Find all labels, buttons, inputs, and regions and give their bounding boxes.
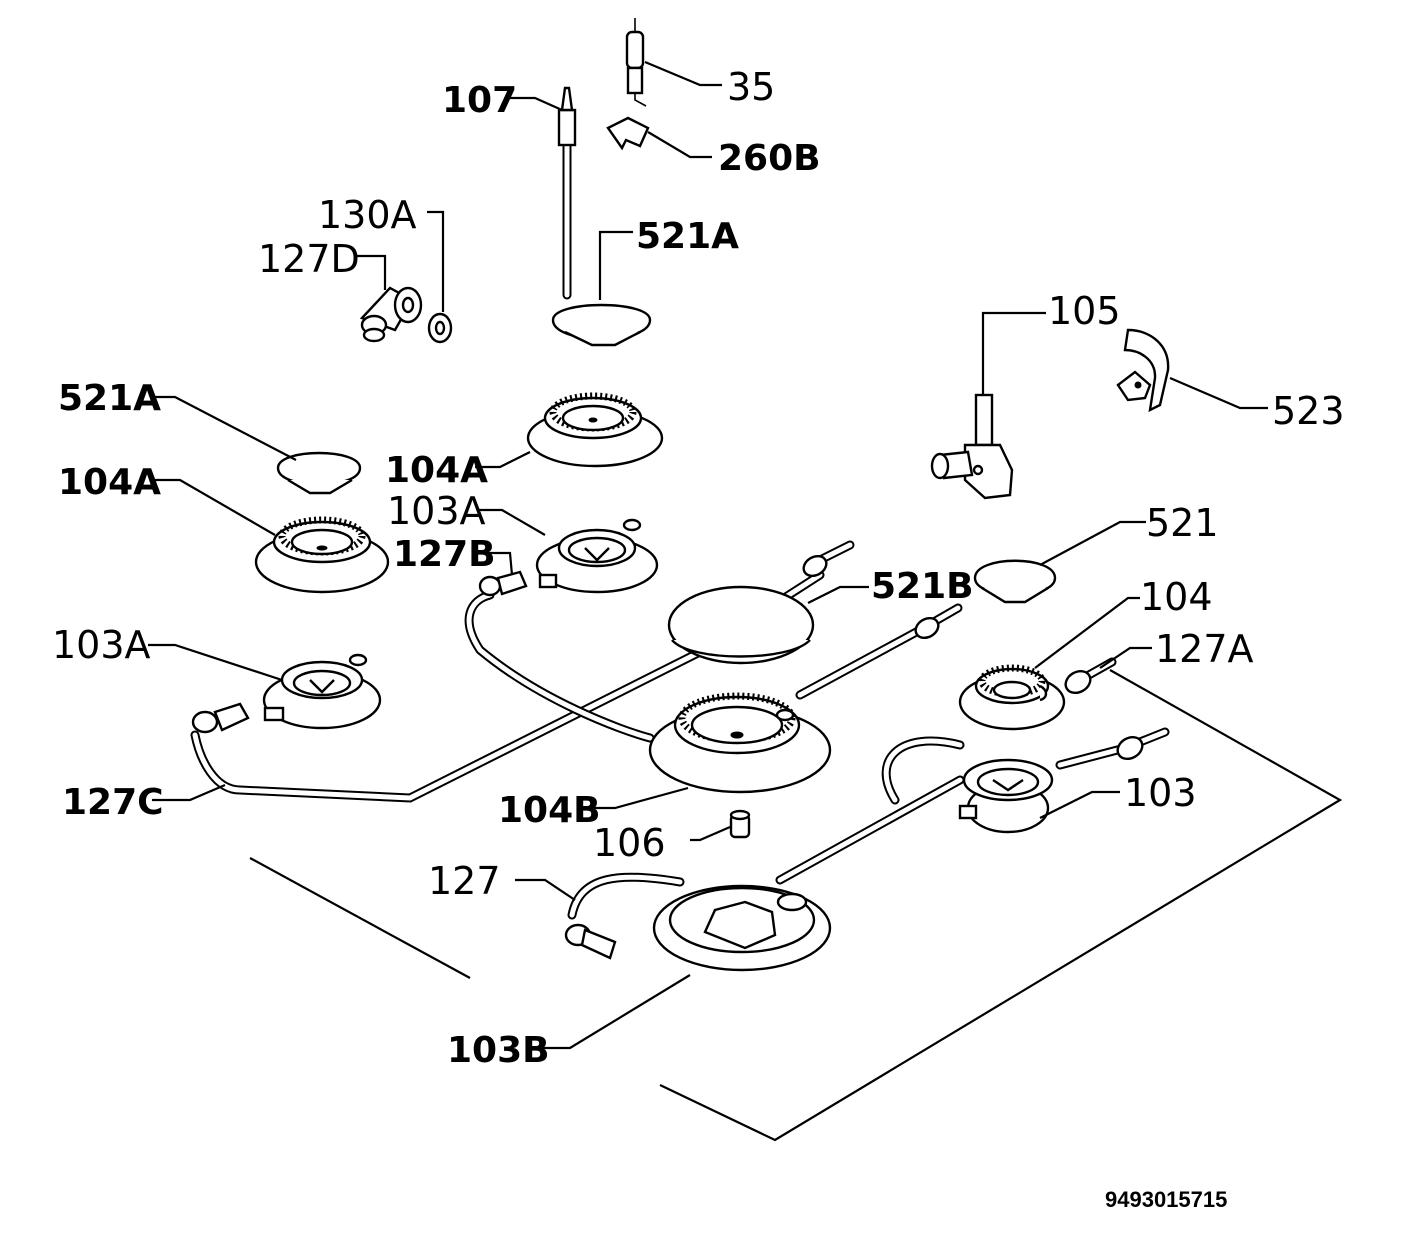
label-107: 107 [442, 80, 517, 121]
burner-head-104 [958, 664, 1066, 731]
fitting-103 [1116, 727, 1170, 761]
burner-base-103b [652, 884, 832, 972]
fitting-127c [191, 702, 250, 734]
injector-106 [729, 809, 751, 839]
burner-head-104a-left [254, 516, 390, 594]
clip-260b [606, 116, 650, 151]
label-103a-left: 103A [52, 623, 151, 667]
valve-105 [930, 393, 1014, 500]
label-521: 521 [1146, 501, 1219, 545]
cap-521 [973, 559, 1057, 604]
label-127a: 127A [1155, 627, 1254, 671]
label-106: 106 [593, 821, 666, 865]
fitting-521b-top [802, 540, 855, 578]
label-127b: 127B [393, 534, 496, 575]
elbow-127d [359, 286, 423, 343]
label-104a-left: 104A [58, 462, 161, 503]
burner-base-103a-left [262, 653, 382, 730]
label-127c: 127C [62, 782, 164, 823]
label-105: 105 [1048, 289, 1121, 333]
label-104b: 104B [498, 790, 601, 831]
label-521b: 521B [871, 566, 974, 607]
hob-outline [249, 669, 1343, 1142]
cap-521a-left [276, 451, 362, 495]
electrode-35 [625, 18, 647, 107]
document-code: 9493015715 [1105, 1187, 1227, 1212]
cap-521a-top [551, 303, 652, 347]
leader-lines [148, 60, 1268, 1050]
burner-base-103 [958, 758, 1054, 834]
label-130a: 130A [318, 193, 417, 237]
fitting-127a [1064, 657, 1117, 695]
label-260b: 260B [718, 138, 821, 179]
fitting-127b [478, 570, 528, 597]
fitting-127 [564, 923, 617, 960]
gas-pipes [190, 570, 1130, 920]
pipe-fittings [191, 540, 1170, 960]
label-35: 35 [727, 65, 775, 109]
burner-base-103a-center [535, 518, 659, 594]
label-127d: 127D [258, 237, 360, 281]
label-104: 104 [1140, 575, 1213, 619]
label-521a-left: 521A [58, 378, 161, 419]
bracket-523 [1116, 328, 1170, 413]
label-103b: 103B [447, 1030, 550, 1071]
label-523: 523 [1272, 389, 1345, 433]
burner-head-104a-top [526, 392, 664, 468]
label-104a-center: 104A [385, 450, 488, 491]
burner-head-104b [648, 692, 832, 794]
label-521a-top: 521A [636, 216, 739, 257]
washer-130a [427, 312, 453, 344]
label-103: 103 [1124, 771, 1197, 815]
label-103a-center: 103A [387, 489, 486, 533]
part-labels: 107 35 260B 130A 127D 521A 105 523 521A … [52, 65, 1345, 1071]
cap-521b [667, 585, 815, 665]
thermocouple-107 [557, 86, 577, 300]
label-127: 127 [428, 859, 501, 903]
fitting-521b-right [914, 603, 963, 640]
